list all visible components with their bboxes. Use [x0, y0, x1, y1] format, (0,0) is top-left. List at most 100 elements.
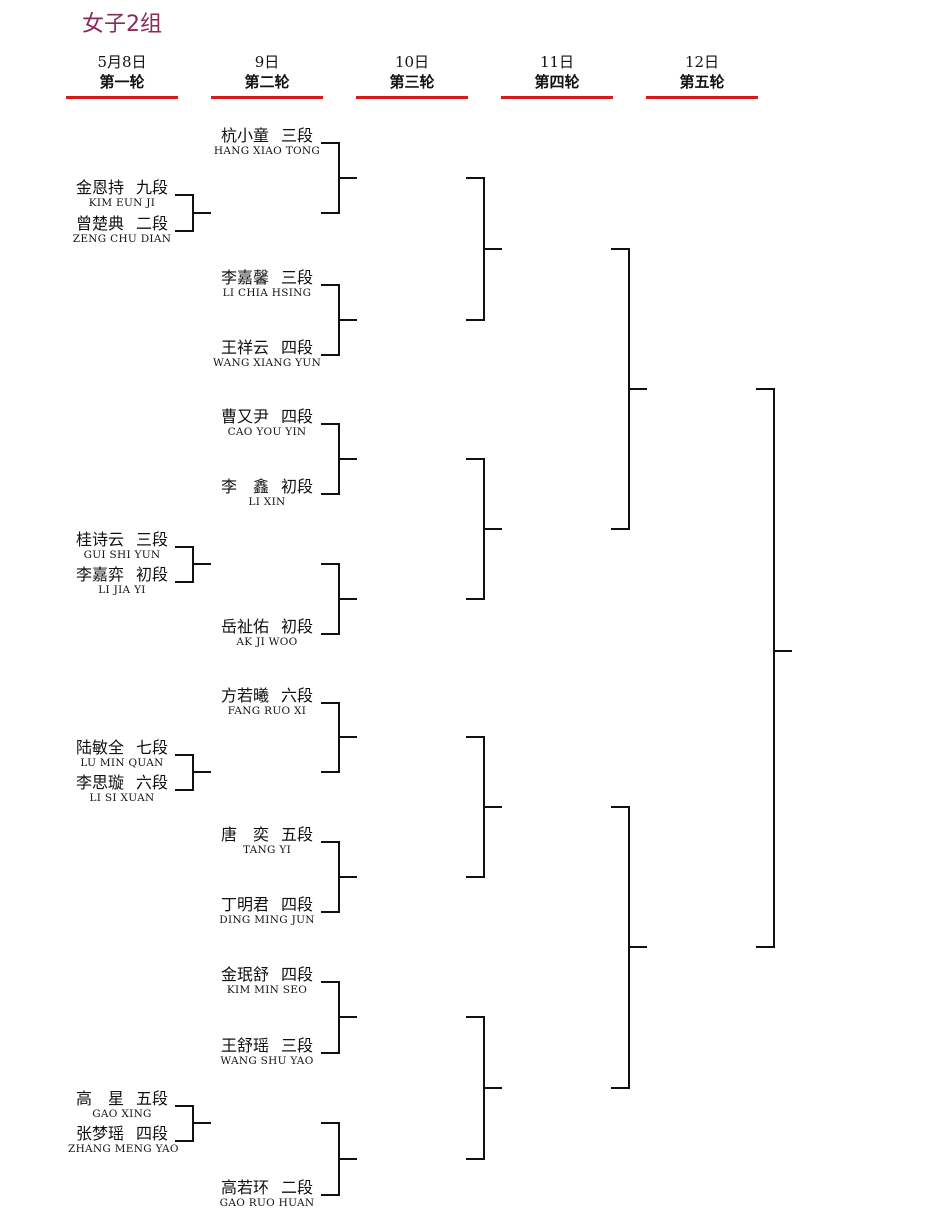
player-rank: 三段	[136, 530, 169, 549]
player-name-en: LI CHIA HSING	[222, 287, 312, 299]
player-rank: 七段	[136, 738, 169, 757]
bracket-connector	[175, 546, 211, 583]
bracket-connector	[175, 194, 211, 232]
player-entry: 高若环二段 GAO RUO HUAN	[213, 1179, 321, 1210]
player-name-en: GAO RUO HUAN	[219, 1197, 315, 1209]
bracket-connector	[611, 248, 647, 530]
player-entry: 丁明君四段 DING MING JUN	[213, 896, 321, 927]
player-name: 桂诗云	[75, 530, 124, 549]
player-name-en: TANG YI	[242, 844, 292, 856]
round-header-4: 11日 第四轮	[501, 52, 613, 99]
bracket-connector	[466, 458, 502, 600]
round-label: 第二轮	[244, 73, 290, 91]
bracket-connector	[175, 1105, 211, 1142]
player-name-en: GUI SHI YUN	[83, 549, 161, 561]
player-rank: 初段	[281, 477, 314, 496]
player-name-en: LU MIN QUAN	[80, 757, 164, 769]
player-entry: 王祥云四段 WANG XIANG YUN	[213, 339, 321, 370]
player-name: 曹又尹	[220, 407, 269, 426]
bracket-connector	[466, 177, 502, 321]
round-label: 第四轮	[534, 73, 580, 91]
player-name: 张梦瑶	[75, 1124, 124, 1143]
player-entry: 金珉舒四段 KIM MIN SEO	[213, 966, 321, 997]
bracket-connector	[321, 702, 357, 773]
player-entry: 李嘉弈初段 LI JIA YI	[68, 566, 176, 597]
round-header-1: 5月8日 第一轮	[66, 52, 178, 99]
player-name: 丁明君	[220, 895, 269, 914]
round-date: 10日	[394, 53, 430, 71]
player-entry: 唐 奕五段 TANG YI	[213, 826, 321, 857]
bracket-connector	[321, 981, 357, 1054]
bracket-connector	[321, 563, 357, 635]
player-name-en: ZENG CHU DIAN	[72, 233, 172, 245]
player-name-en: LI SI XUAN	[89, 792, 155, 804]
player-entry: 杭小童三段 HANG XIAO TONG	[213, 127, 321, 158]
round-header-5: 12日 第五轮	[646, 52, 758, 99]
player-name: 王祥云	[220, 338, 269, 357]
player-rank: 三段	[281, 126, 314, 145]
player-name: 杭小童	[220, 126, 269, 145]
player-rank: 二段	[281, 1178, 314, 1197]
player-name: 金珉舒	[220, 965, 269, 984]
player-rank: 初段	[136, 565, 169, 584]
bracket-connector	[321, 142, 357, 214]
player-name-en: KIM EUN JI	[88, 197, 156, 209]
round-date: 5月8日	[97, 53, 147, 71]
round-date: 11日	[539, 53, 575, 71]
player-name: 金恩持	[75, 178, 124, 197]
player-name-en: LI XIN	[248, 496, 286, 508]
round-label: 第三轮	[389, 73, 435, 91]
round-underline	[211, 96, 323, 99]
player-name: 高若环	[220, 1178, 269, 1197]
player-entry: 李嘉馨三段 LI CHIA HSING	[213, 269, 321, 300]
player-name: 曾楚典	[75, 214, 124, 233]
player-name-en: ZHANG MENG YAO	[68, 1143, 179, 1155]
bracket-connector	[321, 284, 357, 356]
player-name-en: WANG XIANG YUN	[213, 357, 322, 369]
player-name: 李嘉弈	[75, 565, 124, 584]
player-entry: 李思璇六段 LI SI XUAN	[68, 774, 176, 805]
player-rank: 五段	[281, 825, 314, 844]
bracket-connector	[321, 423, 357, 495]
bracket-connector	[466, 1016, 502, 1160]
player-name: 高 星	[75, 1089, 124, 1108]
player-name-en: LI JIA YI	[98, 584, 146, 596]
player-entry: 曾楚典二段 ZENG CHU DIAN	[68, 215, 176, 246]
player-name-en: GAO XING	[92, 1108, 152, 1120]
player-rank: 初段	[281, 617, 314, 636]
player-entry: 岳祉佑初段 AK JI WOO	[213, 618, 321, 649]
player-rank: 九段	[136, 178, 169, 197]
player-entry: 高 星五段 GAO XING	[68, 1090, 176, 1121]
page-title: 女子2组	[82, 12, 162, 37]
player-name: 岳祉佑	[220, 617, 269, 636]
player-rank: 四段	[281, 965, 314, 984]
round-header-2: 9日 第二轮	[211, 52, 323, 99]
bracket-connector	[321, 1122, 357, 1196]
player-name-en: CAO YOU YIN	[227, 426, 307, 438]
player-name-en: KIM MIN SEO	[226, 984, 308, 996]
player-rank: 六段	[136, 773, 169, 792]
player-entry: 曹又尹四段 CAO YOU YIN	[213, 408, 321, 439]
player-name-en: HANG XIAO TONG	[213, 145, 321, 157]
player-entry: 陆敏全七段 LU MIN QUAN	[68, 739, 176, 770]
player-name: 王舒瑶	[220, 1036, 269, 1055]
player-name-en: DING MING JUN	[219, 914, 315, 926]
bracket-connector	[756, 388, 792, 948]
player-entry: 李 鑫初段 LI XIN	[213, 478, 321, 509]
player-name: 李嘉馨	[220, 268, 269, 287]
player-name: 方若曦	[220, 686, 269, 705]
player-rank: 四段	[136, 1124, 169, 1143]
bracket-connector	[175, 754, 211, 791]
bracket-connector	[466, 736, 502, 878]
bracket-connector	[611, 806, 647, 1089]
player-rank: 四段	[281, 407, 314, 426]
round-header-3: 10日 第三轮	[356, 52, 468, 99]
player-name: 唐 奕	[220, 825, 269, 844]
player-entry: 张梦瑶四段 ZHANG MENG YAO	[68, 1124, 179, 1156]
player-rank: 二段	[136, 214, 169, 233]
player-name: 陆敏全	[75, 738, 124, 757]
round-date: 9日	[254, 53, 280, 71]
player-entry: 王舒瑶三段 WANG SHU YAO	[213, 1037, 321, 1068]
player-entry: 金恩持九段 KIM EUN JI	[68, 179, 176, 210]
